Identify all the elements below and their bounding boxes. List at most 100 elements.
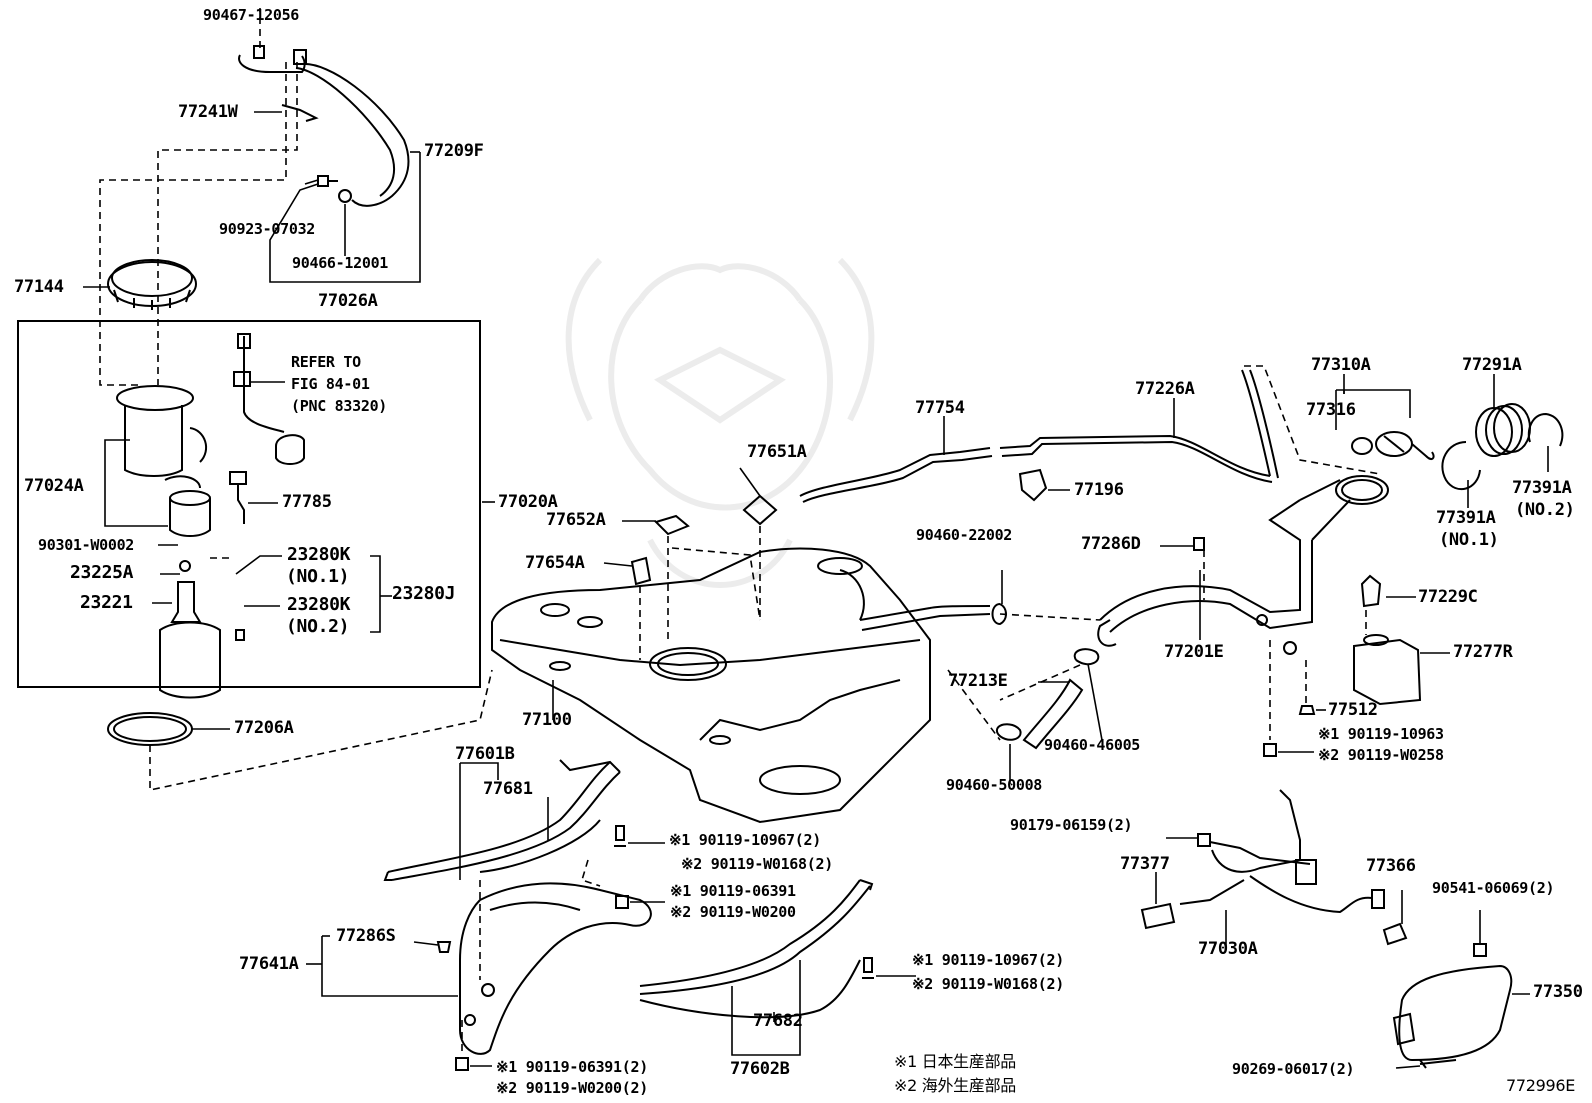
clamp-77196 bbox=[1018, 468, 1048, 502]
label-77209F: 77209F bbox=[424, 141, 484, 161]
screw-90269-06017 bbox=[1419, 1059, 1457, 1069]
label-no1-a: (NO.1) bbox=[286, 566, 350, 587]
label-77682: 77682 bbox=[753, 1011, 803, 1031]
nut-90466-12001 bbox=[338, 189, 352, 203]
cap-77310A bbox=[1375, 431, 1435, 460]
label-90119-06391-b: ※1 90119-06391(2) bbox=[496, 1058, 648, 1076]
bolt-90119-10963 bbox=[1263, 743, 1277, 757]
clamp-77241W bbox=[281, 104, 319, 122]
sender-gauge-wiring bbox=[229, 333, 305, 641]
label-no1-b: (NO.1) bbox=[1439, 530, 1499, 550]
ring-77391A-no1 bbox=[1441, 441, 1481, 491]
label-77377: 77377 bbox=[1120, 854, 1170, 874]
label-77286D: 77286D bbox=[1081, 534, 1141, 554]
label-77391A-no1: 77391A bbox=[1436, 508, 1496, 528]
tank-opening bbox=[649, 647, 727, 681]
filler-housing-77277R bbox=[1353, 634, 1422, 706]
footnote-overseas-production: ※2 海外生産部品 bbox=[894, 1076, 1016, 1095]
grommet-77229C bbox=[1360, 574, 1382, 608]
label-77291A: 77291A bbox=[1462, 355, 1522, 375]
label-90119-10967-a: ※1 90119-10967(2) bbox=[669, 831, 821, 849]
label-90119-W0200-a: ※2 90119-W0200 bbox=[670, 903, 796, 921]
strainer bbox=[159, 621, 221, 699]
label-77201E: 77201E bbox=[1164, 642, 1224, 662]
label-77602B: 77602B bbox=[730, 1059, 790, 1079]
fuel-tank-77100 bbox=[491, 547, 991, 824]
pad-77652A bbox=[654, 514, 690, 536]
label-77681: 77681 bbox=[483, 779, 533, 799]
lock-ring-77144 bbox=[107, 259, 197, 310]
label-77651A: 77651A bbox=[747, 442, 807, 462]
label-90460-22002: 90460-22002 bbox=[916, 526, 1013, 544]
label-77241W: 77241W bbox=[178, 102, 238, 122]
plug-77377 bbox=[1140, 902, 1176, 930]
label-77100: 77100 bbox=[522, 710, 572, 730]
label-77020A: 77020A bbox=[498, 492, 558, 512]
label-no2-b: (NO.2) bbox=[1515, 500, 1575, 520]
refer-line-3: (PNC 83320) bbox=[291, 397, 388, 415]
cushion-77654A bbox=[630, 556, 652, 586]
figure-number: 772996E bbox=[1506, 1076, 1576, 1095]
label-90119-10963: ※1 90119-10963 bbox=[1318, 725, 1444, 743]
tank-band-77601B bbox=[383, 759, 621, 881]
filter-23221 bbox=[170, 581, 202, 623]
bolt-90119-06391 bbox=[615, 895, 629, 909]
tank-protector-77641A bbox=[459, 882, 652, 1055]
clamp-90460-50008 bbox=[995, 723, 1022, 741]
bolt-90119-06391-bottom bbox=[455, 1057, 469, 1071]
label-90541-06069: 90541-06069(2) bbox=[1432, 879, 1555, 897]
vent-hose-77754 bbox=[799, 447, 993, 503]
fuel-pump-assembly-box bbox=[17, 320, 481, 688]
label-77391A-no2: 77391A bbox=[1512, 478, 1572, 498]
label-77316: 77316 bbox=[1306, 400, 1356, 420]
bolt-90119-10967-right bbox=[862, 957, 874, 979]
clip-77286S bbox=[436, 941, 452, 953]
label-90467-12056: 90467-12056 bbox=[203, 6, 300, 24]
label-23221: 23221 bbox=[80, 592, 133, 613]
label-77144: 77144 bbox=[14, 277, 64, 297]
label-23280K-no2: 23280K bbox=[287, 594, 351, 615]
filler-neck-77291A bbox=[1475, 403, 1531, 457]
label-77652A: 77652A bbox=[546, 510, 606, 530]
label-77654A: 77654A bbox=[525, 553, 585, 573]
clamp-90460-22002 bbox=[991, 603, 1007, 626]
label-90119-06391-a: ※1 90119-06391 bbox=[670, 882, 796, 900]
bolt-90923-07032 bbox=[317, 175, 338, 187]
label-77785: 77785 bbox=[282, 492, 332, 512]
label-90460-50008: 90460-50008 bbox=[946, 776, 1043, 794]
label-77512: 77512 bbox=[1328, 700, 1378, 720]
vent-tube-77226A bbox=[999, 369, 1279, 483]
label-77229C: 77229C bbox=[1418, 587, 1478, 607]
lock-77366 bbox=[1382, 922, 1408, 946]
label-90269-06017: 90269-06017(2) bbox=[1232, 1060, 1355, 1078]
label-90460-46005: 90460-46005 bbox=[1044, 736, 1141, 754]
label-77641A: 77641A bbox=[239, 954, 299, 974]
wiring-77785 bbox=[229, 471, 247, 485]
washer-23225A bbox=[179, 560, 191, 572]
clip-77512 bbox=[1298, 705, 1316, 715]
label-77286S: 77286S bbox=[336, 926, 396, 946]
pad-77651A bbox=[742, 494, 778, 526]
label-90119-W0168-b: ※2 90119-W0168(2) bbox=[912, 975, 1064, 993]
connector-77209F-top bbox=[293, 49, 307, 65]
label-90301-W0002: 90301-W0002 bbox=[38, 536, 135, 554]
filler-pipe-77201E bbox=[1097, 475, 1389, 655]
label-77196: 77196 bbox=[1074, 480, 1124, 500]
label-77206A: 77206A bbox=[234, 718, 294, 738]
label-90119-W0258: ※2 90119-W0258 bbox=[1318, 746, 1444, 764]
bolt-90119-10967-left bbox=[614, 825, 626, 847]
label-23225A: 23225A bbox=[70, 562, 134, 583]
label-90923-07032: 90923-07032 bbox=[219, 220, 316, 238]
ring-77391A-no2 bbox=[1527, 412, 1564, 447]
label-77754: 77754 bbox=[915, 398, 965, 418]
label-77366: 77366 bbox=[1366, 856, 1416, 876]
bolt-90179-06159 bbox=[1197, 833, 1211, 847]
watermark-logo bbox=[565, 257, 875, 588]
tank-band-77602B bbox=[639, 879, 874, 1019]
refer-line-2: FIG 84-01 bbox=[291, 375, 370, 393]
refer-line-1: REFER TO bbox=[291, 353, 361, 371]
gasket-77316 bbox=[1351, 437, 1373, 455]
label-90119-10967-b: ※1 90119-10967(2) bbox=[912, 951, 1064, 969]
label-90466-12001: 90466-12001 bbox=[292, 254, 389, 272]
